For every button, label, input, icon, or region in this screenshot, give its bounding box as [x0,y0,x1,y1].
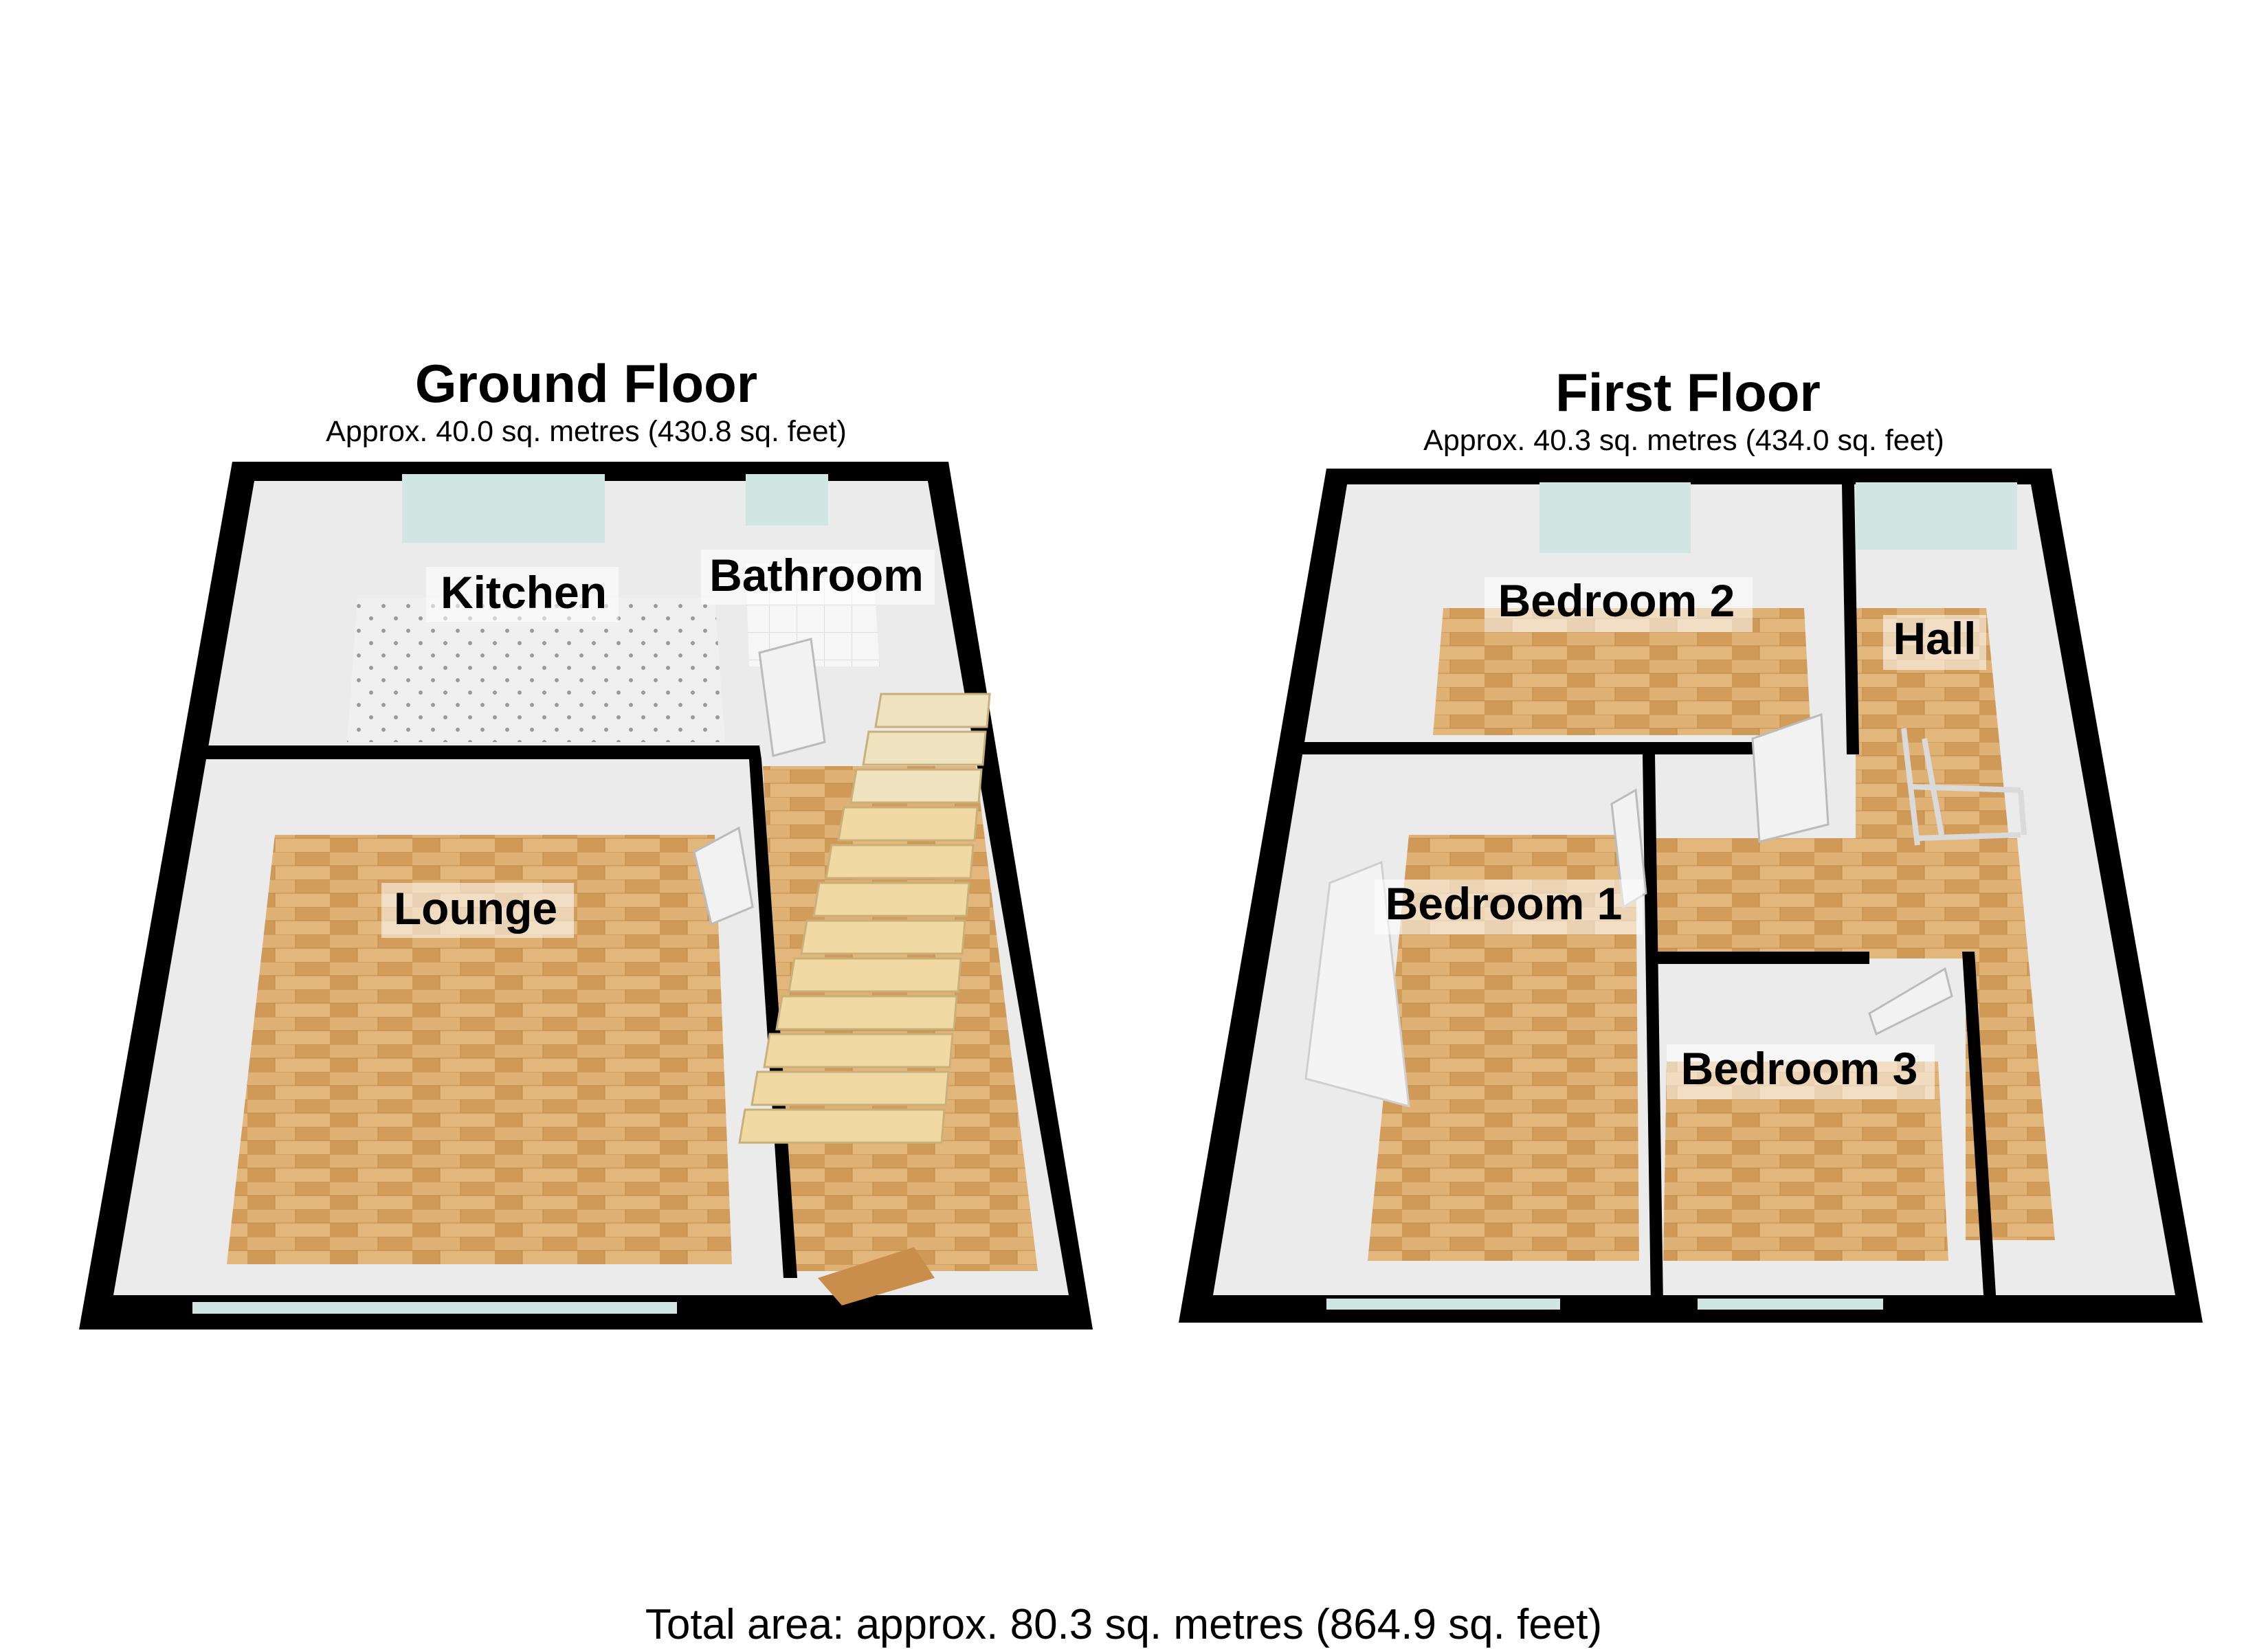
stair-tread [825,844,975,879]
room-label-bathroom: Bathroom [709,550,924,601]
stair-tread [788,957,962,993]
stair-tread [751,1070,950,1106]
bedroom-3-top-wall [1646,952,1869,964]
stair-tread [862,730,987,766]
bedroom-3-door [1868,967,1953,1036]
room-label-lounge: Lounge [394,883,557,934]
landing-floor [1656,838,2055,1240]
first-floor-plan: First Floor Approx. 40.3 sq. metres (434… [1179,362,2203,1323]
bedroom-1-door [1610,788,1647,909]
stair-tread [775,995,958,1031]
ground-floor-plan: Ground Floor Approx. 40.0 sq. metres (43… [79,353,1093,1330]
first-floor-area: Approx. 40.3 sq. metres (434.0 sq. feet) [1423,424,1944,457]
total-area: Total area: approx. 80.3 sq. metres (864… [645,1601,1602,1648]
bathroom-window [746,474,828,526]
room-label-hall: Hall [1893,613,1976,664]
bedroom-3-window [1698,1299,1883,1310]
bedroom-2-floor [1433,608,1811,735]
stair-tread [874,693,991,728]
bedroom-1-floor [1368,835,1639,1261]
stair-tread [763,1033,954,1068]
bedroom-2-door [1751,713,1830,843]
bedroom-2-lower-wall [1301,742,1753,754]
room-label-kitchen: Kitchen [441,567,607,618]
bedroom-2-right-wall [1842,484,1859,754]
bedroom-1-window [1326,1299,1560,1310]
stair-tread [812,882,970,917]
stair-tread [849,768,983,804]
bedroom-3-floor [1663,1062,1948,1261]
room-label-bedroom-1: Bedroom 1 [1386,878,1623,929]
kitchen-floor [347,598,725,742]
lounge-window [192,1302,677,1314]
bedroom-2-window [1539,482,1691,553]
room-label-bedroom-2: Bedroom 2 [1498,575,1735,626]
front-door [818,1247,935,1305]
bedroom-1-right-wall [1643,754,1663,1305]
stair-tread [800,919,966,955]
kitchen-window [402,474,605,543]
bedroom-3-right-wall [1962,952,1997,1305]
kitchen-lounge-wall [201,745,761,759]
ground-floor-area: Approx. 40.0 sq. metres (430.8 sq. feet) [326,415,847,448]
bathroom-door [758,638,826,757]
stair-banister [1901,728,2027,846]
staircase [738,693,991,1144]
hall-window [1856,482,2017,550]
stair-tread [837,806,979,842]
first-floor-title: First Floor [1555,362,1821,423]
lounge-floor [227,835,732,1264]
lounge-right-wall [749,759,797,1278]
lounge-door [693,826,754,926]
room-label-bedroom-3: Bedroom 3 [1681,1043,1918,1094]
ground-floor-title: Ground Floor [415,353,757,414]
stair-tread [738,1108,946,1144]
